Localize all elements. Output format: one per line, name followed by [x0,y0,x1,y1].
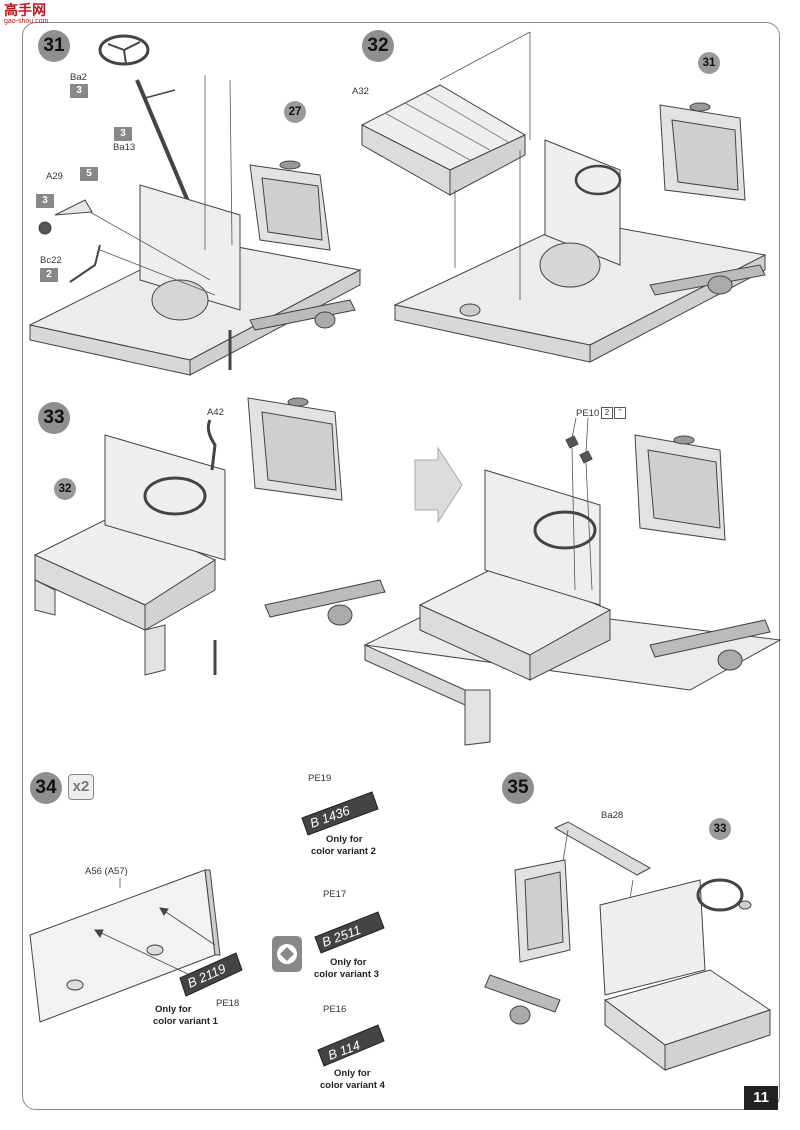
note-variant-3-b: color variant 3 [314,969,379,980]
box-bc22: 2 [40,268,58,282]
plate-pe19 [301,791,379,836]
note-variant-1-a: Only for [155,1004,192,1015]
label-pe10: PE10 [576,408,600,419]
label-pe19: PE19 [308,773,332,784]
note-variant-2-a: Only for [326,834,363,845]
page-number: 11 [744,1086,778,1110]
label-pe17: PE17 [323,889,347,900]
step-33-callout-32: 32 [54,478,76,500]
label-pe18: PE18 [216,998,240,1009]
step-33-number: 33 [38,402,70,434]
watermark-sub: gao-shou.com [4,18,49,25]
box-a29-b: 3 [36,194,54,208]
note-variant-2-b: color variant 2 [311,846,376,857]
note-variant-4-a: Only for [334,1068,371,1079]
note-variant-3-a: Only for [330,957,367,968]
color-variant-icon [272,936,302,972]
label-pe16: PE16 [323,1004,347,1015]
plate-pe17 [314,911,385,954]
step-35-callout-33: 33 [709,818,731,840]
plate-pe16 [317,1024,385,1067]
plate-pe18 [179,952,243,997]
box-ba2: 3 [70,84,88,98]
watermark-main: 高手网 [4,2,46,18]
label-ba28: Ba28 [601,810,624,821]
box-a29-a: 5 [80,167,98,181]
label-a56-a57: A56 (A57) [85,866,128,877]
note-variant-4-b: color variant 4 [320,1080,385,1091]
label-ba2: Ba2 [70,72,87,83]
label-a42: A42 [207,407,224,418]
step-32-callout-31: 31 [698,52,720,74]
pe10-count: 2 [601,407,613,419]
step-32-number: 32 [362,30,394,62]
step-34-multiplier: x2 [68,774,94,800]
step-31-callout-27: 27 [284,101,306,123]
step-35-number: 35 [502,772,534,804]
note-variant-1-b: color variant 1 [153,1016,218,1027]
box-ba13: 3 [114,127,132,141]
label-bc22: Bc22 [40,255,62,266]
step-31-number: 31 [38,30,70,62]
step-34-number: 34 [30,772,62,804]
watermark-logo: 高手网 gao-shou.com [4,0,48,25]
pe10-bend-icon: ⌃ [614,407,626,419]
label-a29: A29 [46,171,63,182]
label-a32: A32 [352,86,369,97]
label-ba13: Ba13 [113,142,136,153]
